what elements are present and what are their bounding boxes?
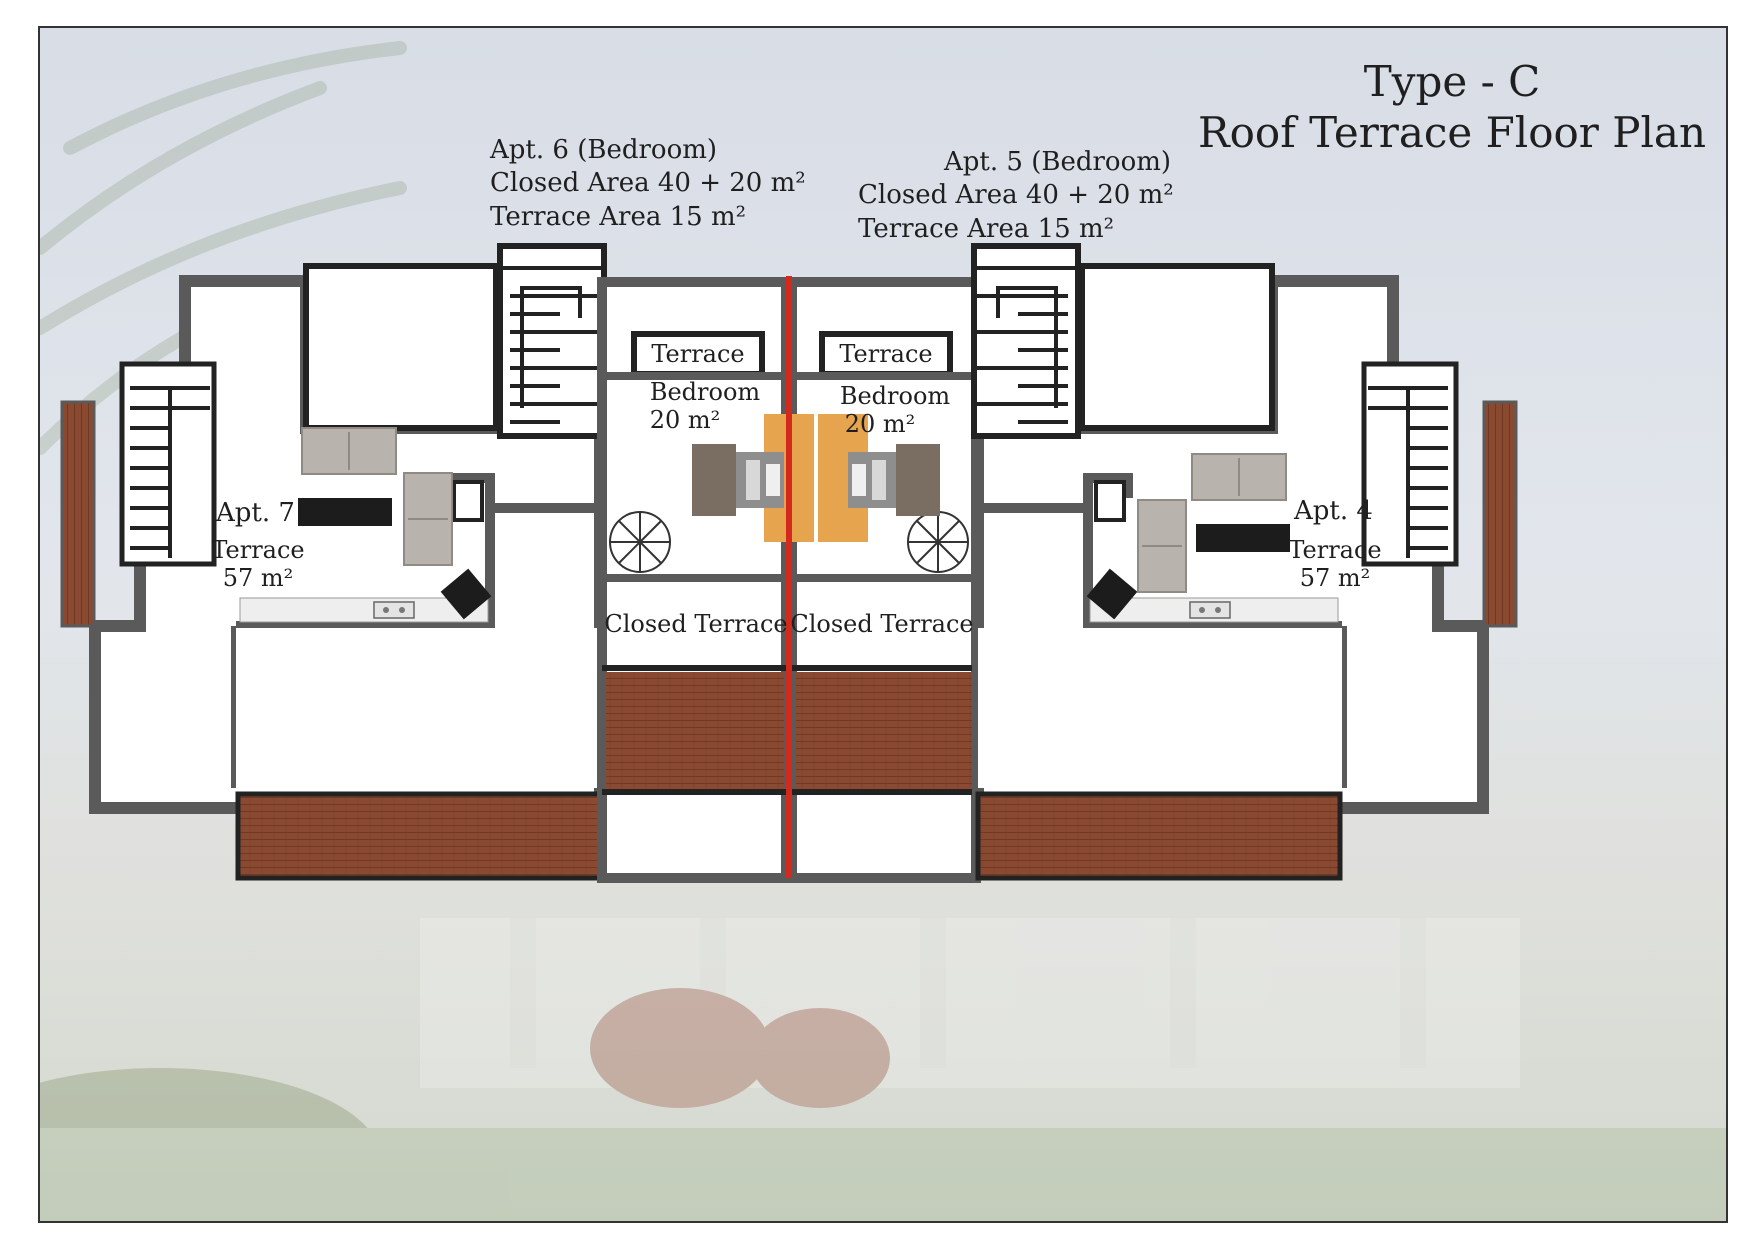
apt7-terrace-size: 57 m² <box>222 564 294 593</box>
armchair-icon <box>440 568 492 620</box>
apt4-terrace-size: 57 m² <box>1299 564 1371 593</box>
roof-tiles-right <box>1482 400 1518 628</box>
floor-plan-drawing <box>60 243 1518 883</box>
roof-tiles-bottom-left <box>235 791 603 881</box>
sink-icon <box>373 601 415 619</box>
armchair-icon <box>1086 568 1138 620</box>
right-lower-room <box>978 628 1342 788</box>
apt7-name: Apt. 7 <box>216 498 295 528</box>
plan-name: Roof Terrace Floor Plan <box>1198 108 1706 158</box>
shrub-red <box>590 988 770 1108</box>
shrub-red <box>750 1008 890 1108</box>
apt7-terrace: Terrace 57 m² <box>208 536 308 593</box>
roof-tiles-left <box>60 400 96 628</box>
background-photo <box>40 41 1726 1221</box>
stair-icon <box>971 243 1081 439</box>
apt4-terrace-label: Terrace <box>1288 536 1382 564</box>
spiral-stair-icon <box>609 511 671 573</box>
terrace-label-left: Terrace <box>651 340 745 368</box>
floor-plan-sheet: Type - C Roof Terrace Floor Plan Apt. 6 … <box>38 26 1728 1223</box>
spiral-stair-icon <box>907 511 969 573</box>
bedroom-right-size: 20 m² <box>844 410 916 439</box>
roof-tiles-center-right <box>796 672 974 790</box>
bedroom-right-label: Bedroom <box>839 382 951 410</box>
stair-icon <box>1361 361 1459 567</box>
tv-unit-icon <box>298 498 392 526</box>
stair-icon <box>119 361 217 567</box>
apt6-closed-area: Closed Area 40 + 20 m² <box>490 168 806 199</box>
center-left-block <box>597 277 791 883</box>
apt4-name: Apt. 4 <box>1294 496 1373 526</box>
hedge-left <box>40 1068 380 1221</box>
kitchen-counter <box>239 597 489 623</box>
stair-icon <box>497 243 607 439</box>
left-annex-room <box>303 263 499 431</box>
tv-unit-icon <box>1196 524 1290 552</box>
sofa-icon <box>1191 453 1287 501</box>
sofa-icon <box>403 472 453 566</box>
apt5-info: Apt. 5 (Bedroom) Closed Area 40 + 20 m² … <box>858 146 1174 246</box>
roof-tiles-bottom-right <box>975 791 1343 881</box>
apt5-closed-area: Closed Area 40 + 20 m² <box>858 180 1174 211</box>
apt6-info: Apt. 6 (Bedroom) Closed Area 40 + 20 m² … <box>490 134 806 234</box>
apt5-terrace-area: Terrace Area 15 m² <box>858 213 1115 244</box>
apt5-name: Apt. 5 (Bedroom) <box>944 147 1172 177</box>
plan-type: Type - C <box>1363 57 1541 106</box>
closed-terrace-right: Closed Terrace <box>790 610 974 638</box>
apt4-terrace: Terrace 57 m² <box>1280 536 1390 593</box>
bed-icon <box>818 414 940 542</box>
bedroom-left: Bedroom 20 m² <box>640 378 770 435</box>
bedroom-right: Bedroom 20 m² <box>830 382 960 439</box>
bedroom-left-size: 20 m² <box>649 406 721 435</box>
roof-tiles-center-left <box>606 672 784 790</box>
apt6-terrace-area: Terrace Area 15 m² <box>490 201 747 232</box>
apt6-name: Apt. 6 (Bedroom) <box>490 135 718 165</box>
terrace-balcony-left <box>631 331 765 377</box>
bedroom-left-label: Bedroom <box>649 378 761 406</box>
center-right-block <box>787 277 981 883</box>
plan-title: Type - C Roof Terrace Floor Plan <box>1198 56 1706 158</box>
closed-terrace-left: Closed Terrace <box>604 610 788 638</box>
terrace-label-right: Terrace <box>839 340 933 368</box>
sofa-icon <box>1137 499 1187 593</box>
building-silhouette <box>420 918 1520 1088</box>
right-annex-room <box>1079 263 1275 431</box>
apt7-terrace-label: Terrace <box>211 536 305 564</box>
lawn <box>40 1128 1726 1221</box>
left-lower-room <box>236 628 600 788</box>
sofa-icon <box>301 427 397 475</box>
sink-icon <box>1189 601 1231 619</box>
